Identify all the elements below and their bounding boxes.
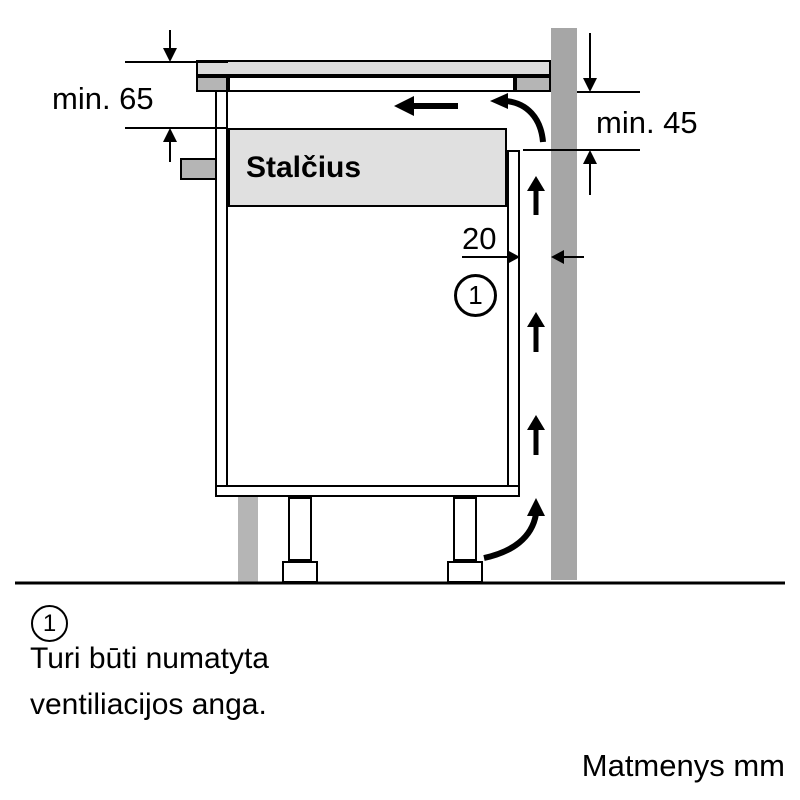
dimension-label-min45: min. 45 bbox=[596, 105, 698, 140]
drawer-label: Stalčius bbox=[246, 150, 362, 184]
footnote-1-marker: 1 bbox=[31, 605, 68, 642]
footnote-line-1: Turi būti numatyta bbox=[30, 642, 269, 675]
cabinet-leg-rear bbox=[453, 497, 477, 561]
cabinet-leg-front bbox=[288, 497, 312, 561]
cabinet-bottom-panel bbox=[215, 485, 520, 497]
cabinet-foot-front bbox=[282, 561, 318, 583]
cabinet-back-wall bbox=[507, 150, 520, 497]
hob-body bbox=[228, 76, 515, 92]
worktop-right bbox=[515, 76, 551, 92]
footnote-line-2: ventiliacijos anga. bbox=[30, 688, 267, 721]
dimension-label-20: 20 bbox=[462, 221, 497, 256]
hob-glass-panel bbox=[196, 60, 551, 76]
callout-1-marker: 1 bbox=[454, 274, 497, 317]
wall bbox=[551, 28, 577, 580]
cabinet-foot-rear bbox=[447, 561, 483, 583]
plinth-panel bbox=[238, 497, 258, 583]
dimension-label-min65: min. 65 bbox=[52, 81, 154, 116]
worktop-left bbox=[196, 76, 228, 92]
drawer: Stalčius bbox=[228, 128, 507, 207]
cabinet-left-wall bbox=[215, 92, 228, 497]
connection-box bbox=[180, 158, 217, 180]
units-note: Matmenys mm bbox=[581, 748, 785, 783]
